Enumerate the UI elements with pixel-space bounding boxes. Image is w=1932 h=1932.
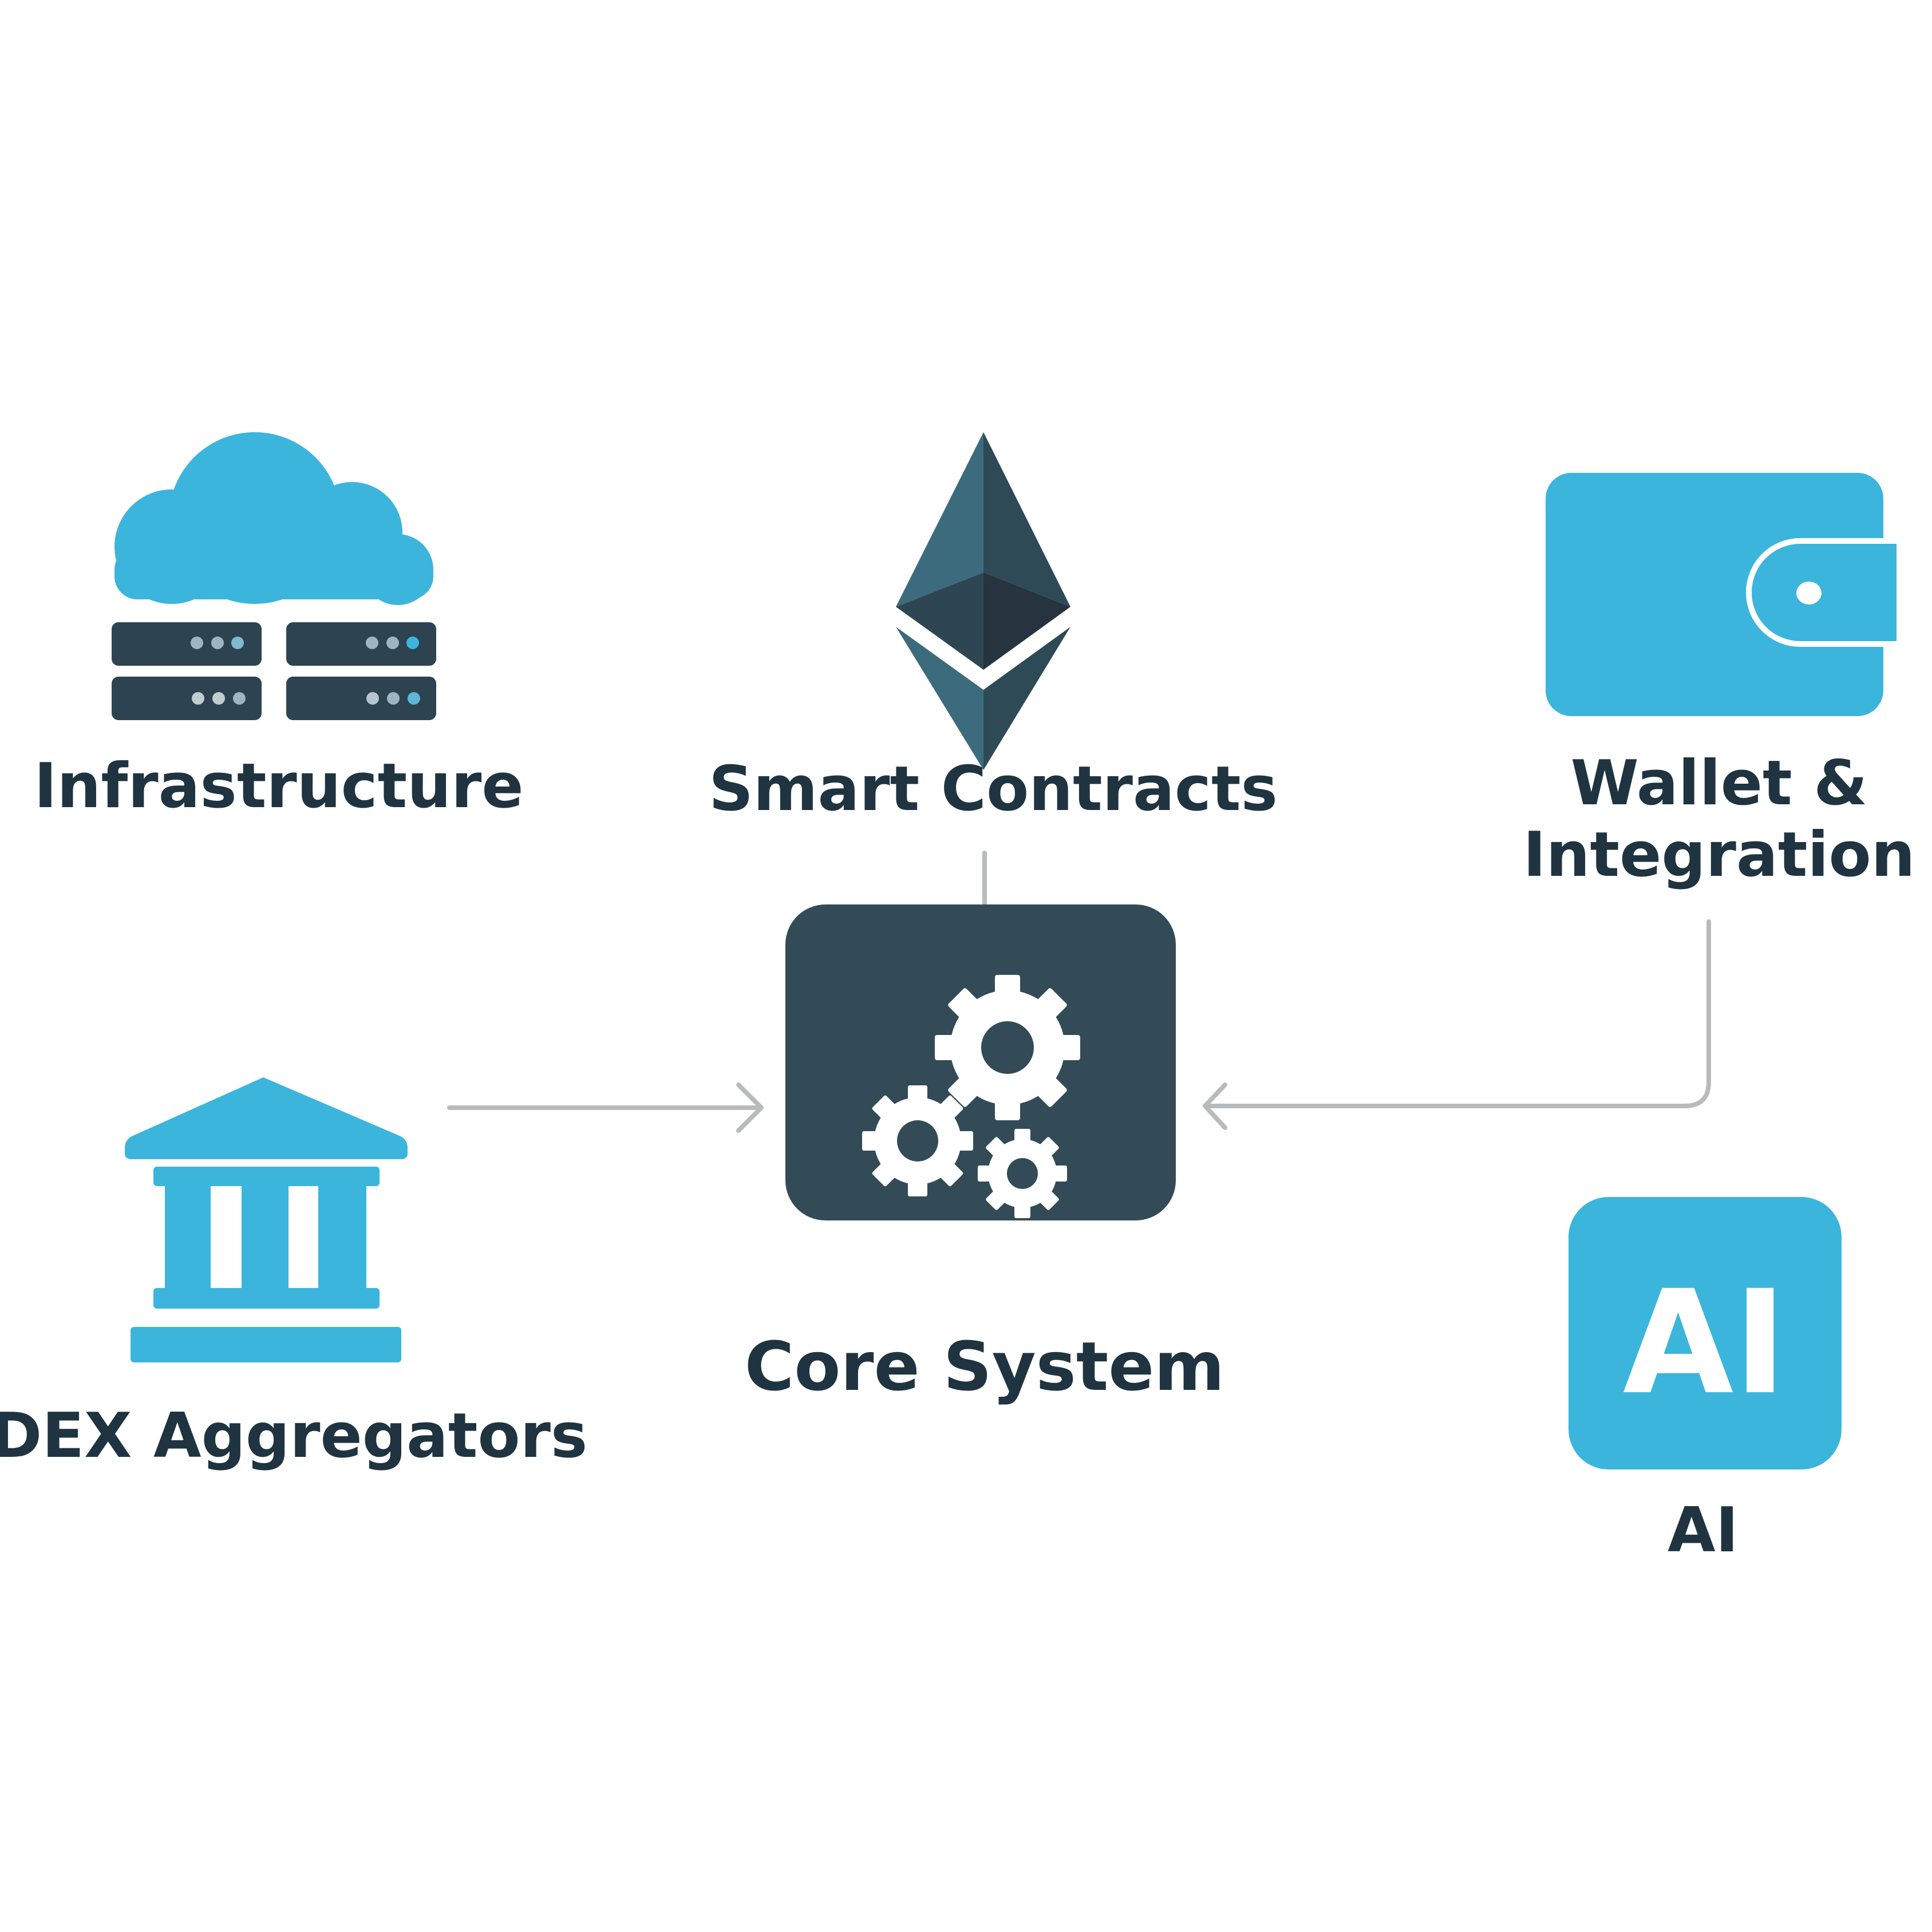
bank-icon xyxy=(125,1077,408,1362)
node-label: AI xyxy=(1668,1495,1739,1566)
ai-badge-text: AI xyxy=(1623,1259,1787,1426)
connector-dex-core xyxy=(447,1082,764,1133)
wallet-icon xyxy=(1546,473,1902,716)
gears-icon xyxy=(862,975,1080,1218)
node-wallet-integration[interactable]: Wallet & Integration xyxy=(1523,473,1915,891)
connectors xyxy=(447,851,1711,1133)
arrowhead-icon xyxy=(736,1082,764,1133)
node-ai[interactable]: AI AI xyxy=(1568,1197,1842,1566)
node-label: DEX Aggregators xyxy=(0,1400,587,1472)
ai-badge-icon xyxy=(1568,1197,1842,1469)
node-core-system[interactable]: Core System xyxy=(745,904,1225,1406)
node-dex-aggregators[interactable]: DEX Aggregators xyxy=(0,1077,587,1472)
node-smart-contracts[interactable]: Smart Contracts xyxy=(709,432,1278,825)
ethereum-icon xyxy=(896,432,1070,770)
node-label: Infrastructure xyxy=(34,750,523,822)
node-label-line-1: Wallet & xyxy=(1571,748,1868,819)
node-infrastructure[interactable]: Infrastructure xyxy=(34,432,524,822)
cloud-icon xyxy=(114,432,433,605)
arrowhead-icon xyxy=(1203,1082,1227,1130)
node-label: Smart Contracts xyxy=(709,753,1278,825)
server-icon xyxy=(112,622,436,720)
node-label: Core System xyxy=(745,1327,1225,1406)
connector-wallet-core xyxy=(1203,919,1711,1130)
node-label-line-2: Integration xyxy=(1523,819,1915,891)
